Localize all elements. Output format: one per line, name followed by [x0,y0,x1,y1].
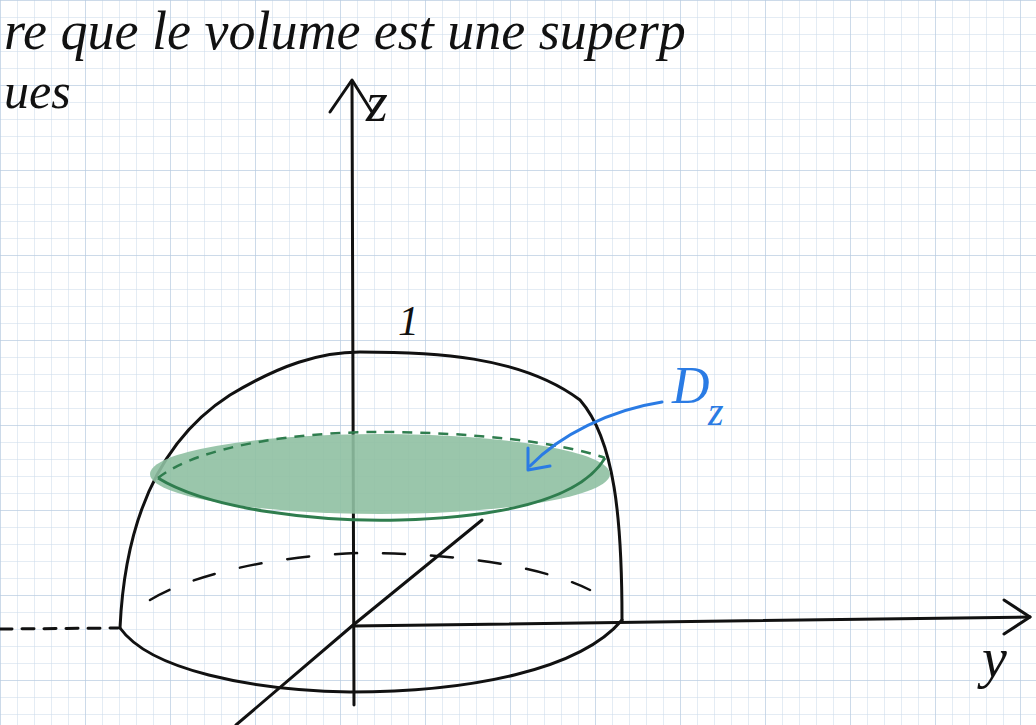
callout-arrow [530,402,662,466]
dimension-label: 1 [398,300,419,342]
handwritten-note: ues [4,66,71,116]
hemisphere-base-hidden [150,553,590,600]
x-axis [236,520,482,725]
z-axis [352,82,354,705]
disk-back-edge [158,432,605,478]
hemisphere-outline [120,352,622,628]
handwritten-note: re que le volume est une superp [4,4,686,58]
axis-arrowhead [330,80,372,112]
region-subscript: z [708,392,724,432]
region-label: D [672,360,710,412]
y-axis [352,617,1030,626]
axis-label: y [982,630,1007,686]
callout-arrowhead [528,448,550,470]
axis-arrowhead [1004,600,1030,634]
axis-label: z [366,74,388,130]
axis-dashed [0,628,118,629]
hemisphere-base [120,620,622,692]
